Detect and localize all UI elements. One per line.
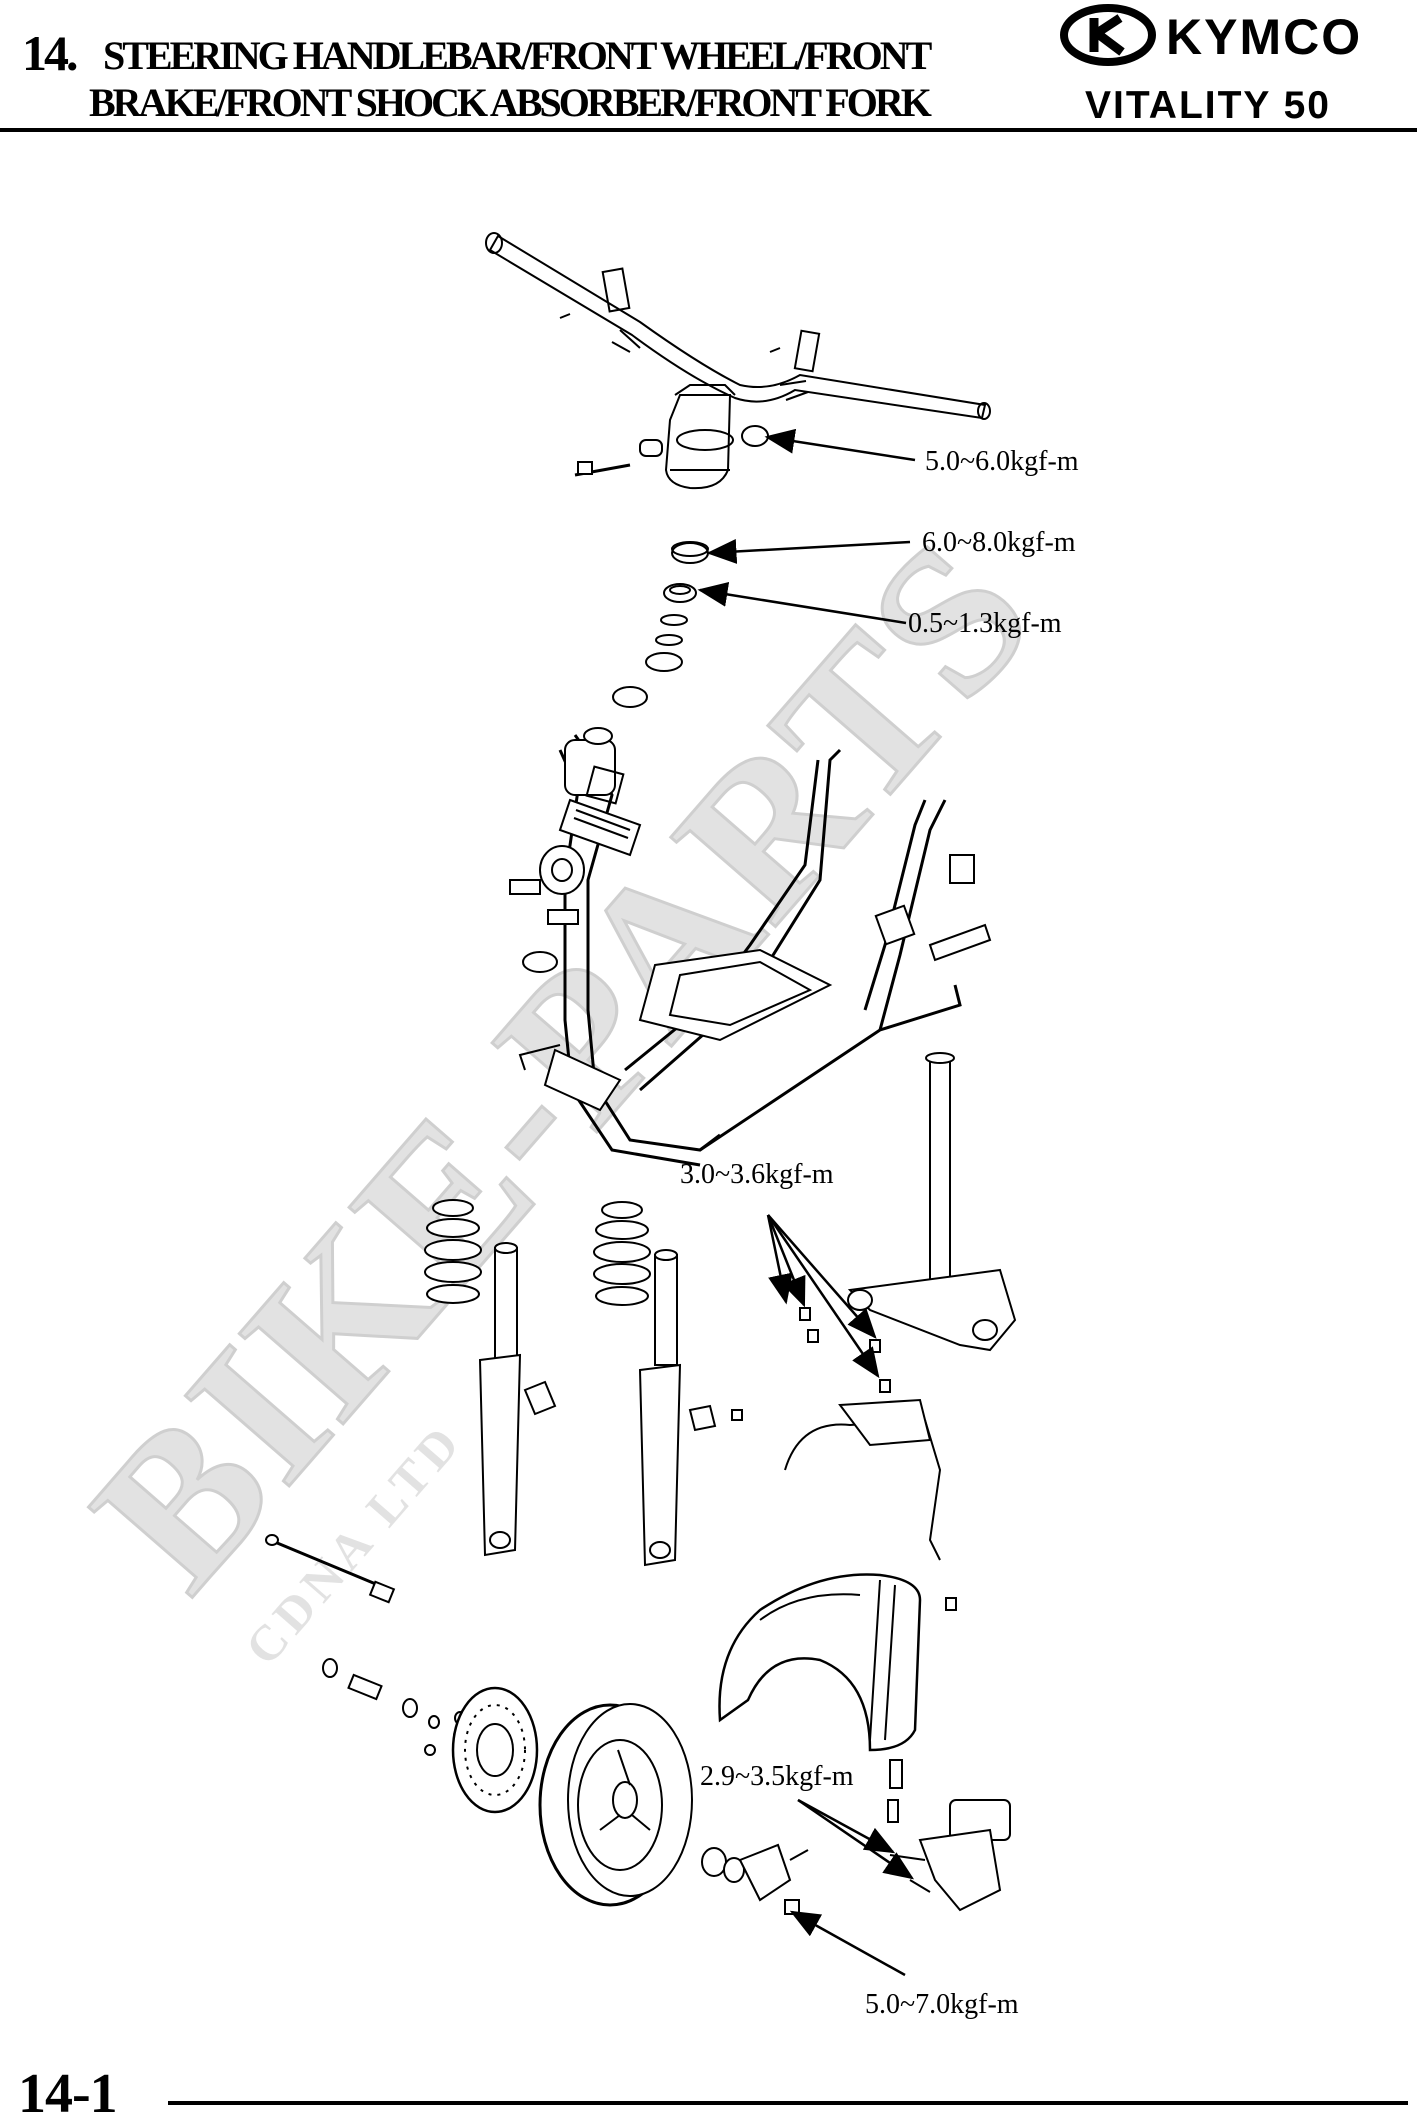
chapter-title-line1: STEERING HANDLEBAR/FRONT WHEEL/FRONT [103,33,932,78]
torque-label-axle-nut: 5.0~7.0kgf-m [865,1989,1019,2020]
kymco-logo: KYMCO [1060,4,1362,66]
torque-label-handlebar-nut: 5.0~6.0kgf-m [925,446,1079,477]
fork-leg-left [478,1242,557,1557]
brake-hose-guide [784,1398,942,1561]
exploded-parts-diagram: BIKE-PARTS CDNA LTD [48,232,1080,2020]
chapter-title-line2: BRAKE/FRONT SHOCK ABSORBER/FRONT FORK [89,80,932,125]
torque-label-top-cone-nut: 6.0~8.0kgf-m [922,527,1076,558]
front-fender [718,1573,957,1752]
steering-bearing-stack [522,541,709,973]
torque-label-caliper-bolts: 2.9~3.5kgf-m [700,1761,854,1792]
brake-disc [451,1686,539,1814]
fork-bolts [799,1307,891,1393]
torque-label-top-cone-race: 0.5~1.3kgf-m [908,608,1062,639]
front-wheel [538,1703,693,1907]
torque-label-fork-bolts: 3.0~3.6kgf-m [680,1159,834,1190]
speedometer-gear [701,1843,809,1915]
page-number: 14-1 [18,2063,118,2125]
torque-leader-lines [697,428,916,1977]
frame [509,727,992,1167]
header-divider [0,128,1417,132]
steering-stem [847,1052,1017,1352]
brake-caliper [887,1759,1011,1912]
brand-name: KYMCO [1166,9,1362,65]
torque-labels: 5.0~6.0kgf-m 6.0~8.0kgf-m 0.5~1.3kgf-m 3… [680,446,1079,2020]
fork-leg-right [638,1249,743,1567]
chapter-number: 14. [22,25,78,81]
fork-boot-left [424,1199,482,1304]
model-name: VITALITY 50 [1085,84,1331,127]
fork-boot-right [593,1201,651,1306]
handlebar [485,232,991,420]
handlebar-post [559,313,781,490]
footer-divider [168,2101,1408,2105]
